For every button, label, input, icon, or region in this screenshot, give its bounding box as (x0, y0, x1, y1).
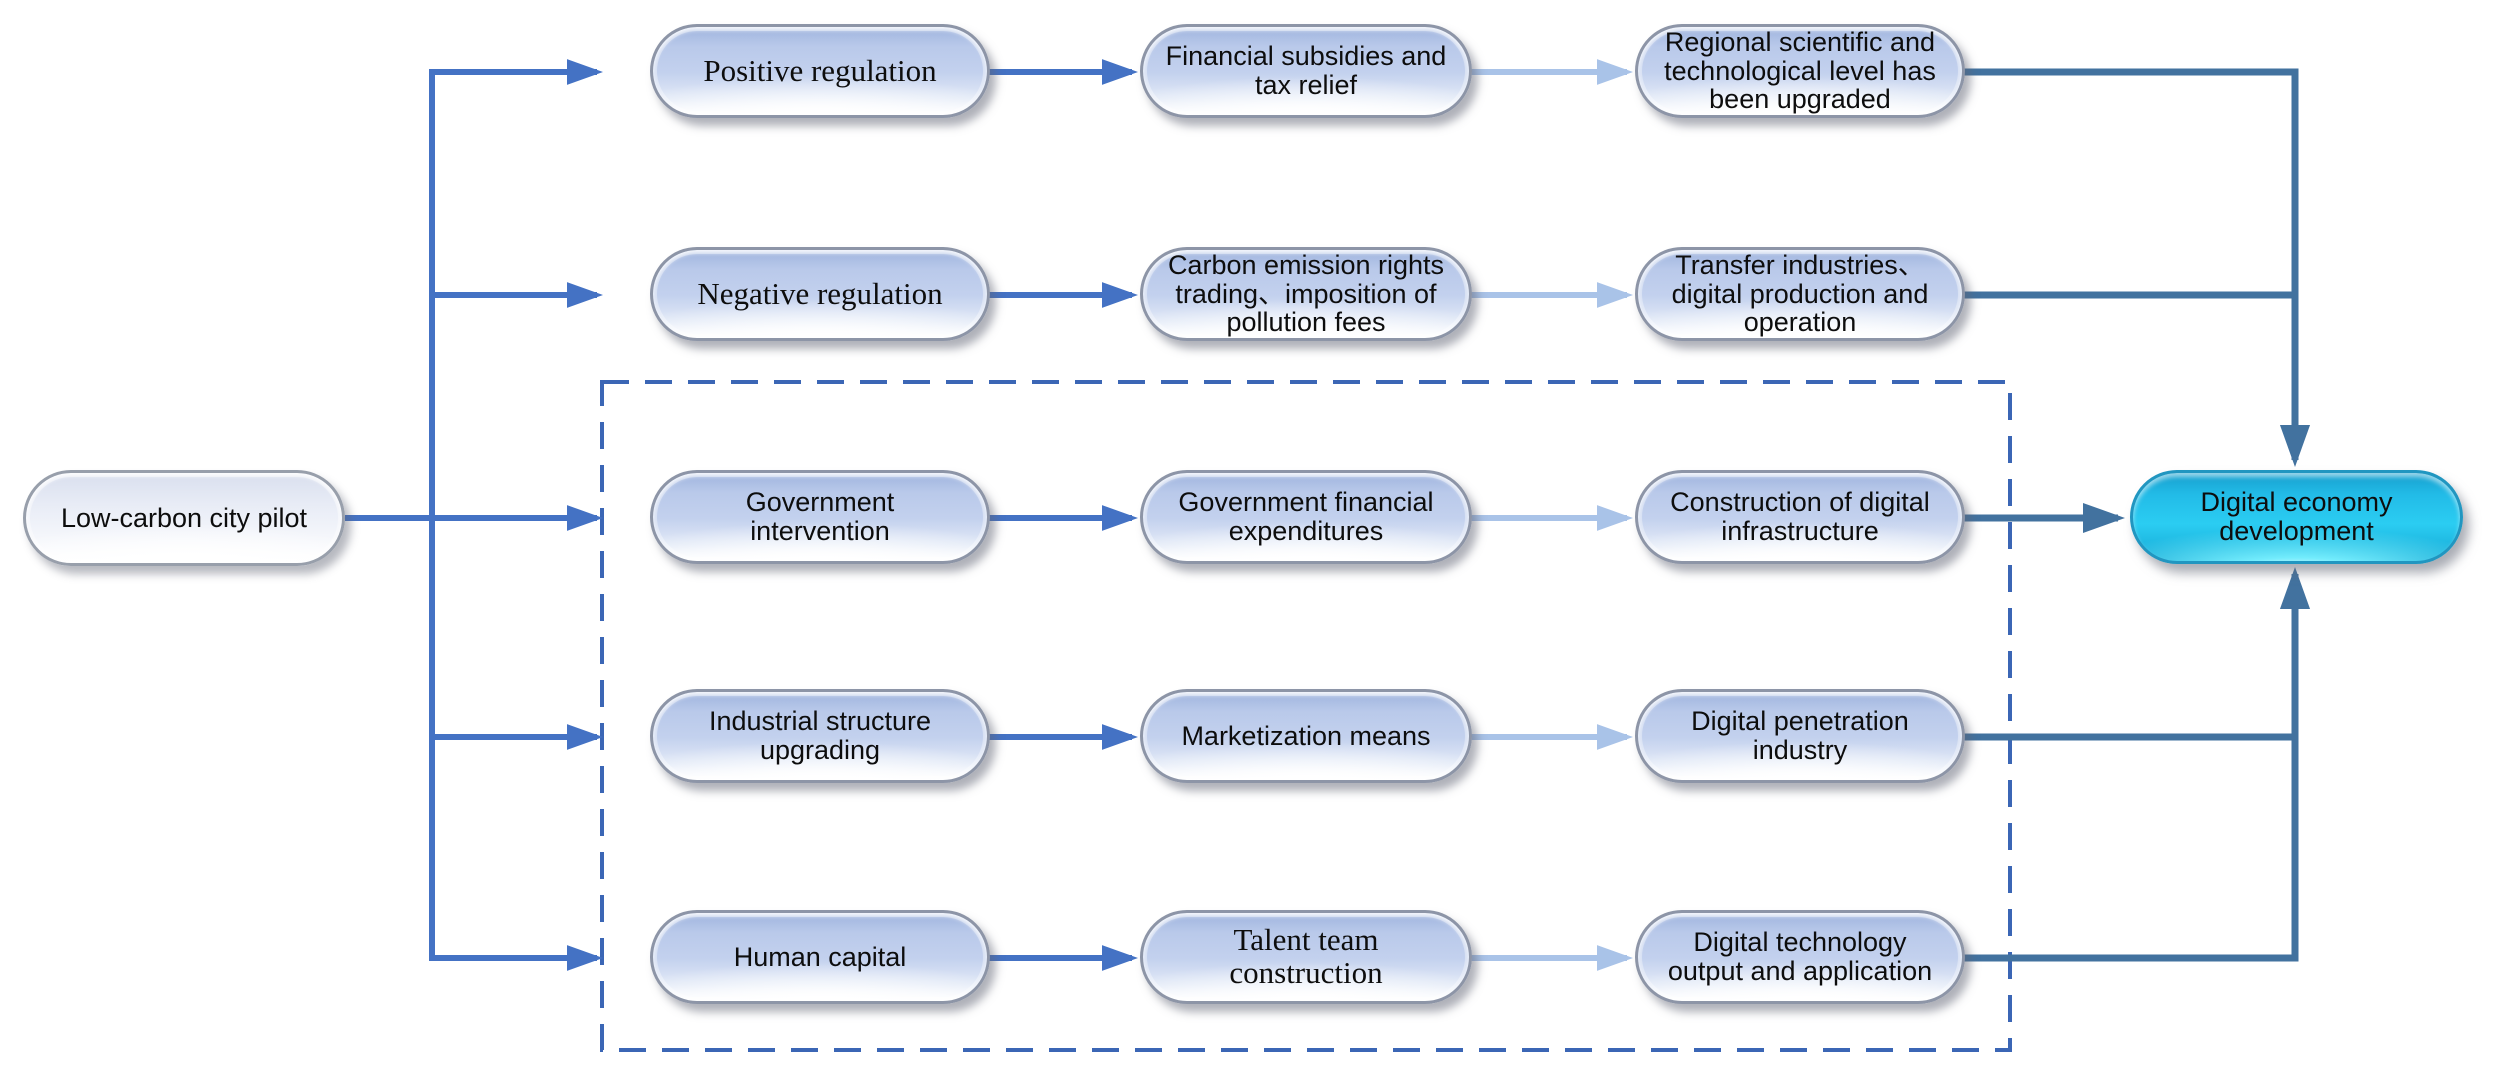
node-pathway-1: Financial subsidies and tax relief (1140, 24, 1472, 118)
node-outcome-2: Transfer industries、 digital production … (1635, 247, 1965, 341)
node-mechanism-3: Government intervention (650, 470, 990, 564)
node-mechanism-5: Human capital (650, 910, 990, 1004)
node-mechanism-1: Positive regulation (650, 24, 990, 118)
node-pathway-5: Talent team construction (1140, 910, 1472, 1004)
node-outcome-5: Digital technology output and applicatio… (1635, 910, 1965, 1004)
node-outcome-4: Digital penetration industry (1635, 689, 1965, 783)
node-outcome-1: Regional scientific and technological le… (1635, 24, 1965, 118)
node-pathway-3: Government financial expenditures (1140, 470, 1472, 564)
node-mechanism-2: Negative regulation (650, 247, 990, 341)
node-target: Digital economy development (2130, 470, 2463, 564)
node-source: Low-carbon city pilot (23, 470, 345, 566)
node-outcome-3: Construction of digital infrastructure (1635, 470, 1965, 564)
dashed-group-border (600, 380, 2012, 1052)
node-pathway-4: Marketization means (1140, 689, 1472, 783)
line-to-target-row1-and-arrow-top (1963, 68, 2311, 467)
node-pathway-2: Carbon emission rights trading、impositio… (1140, 247, 1472, 341)
node-mechanism-4: Industrial structure upgrading (650, 689, 990, 783)
line-to-target-row5-and-arrow-bottom (1963, 567, 2311, 962)
